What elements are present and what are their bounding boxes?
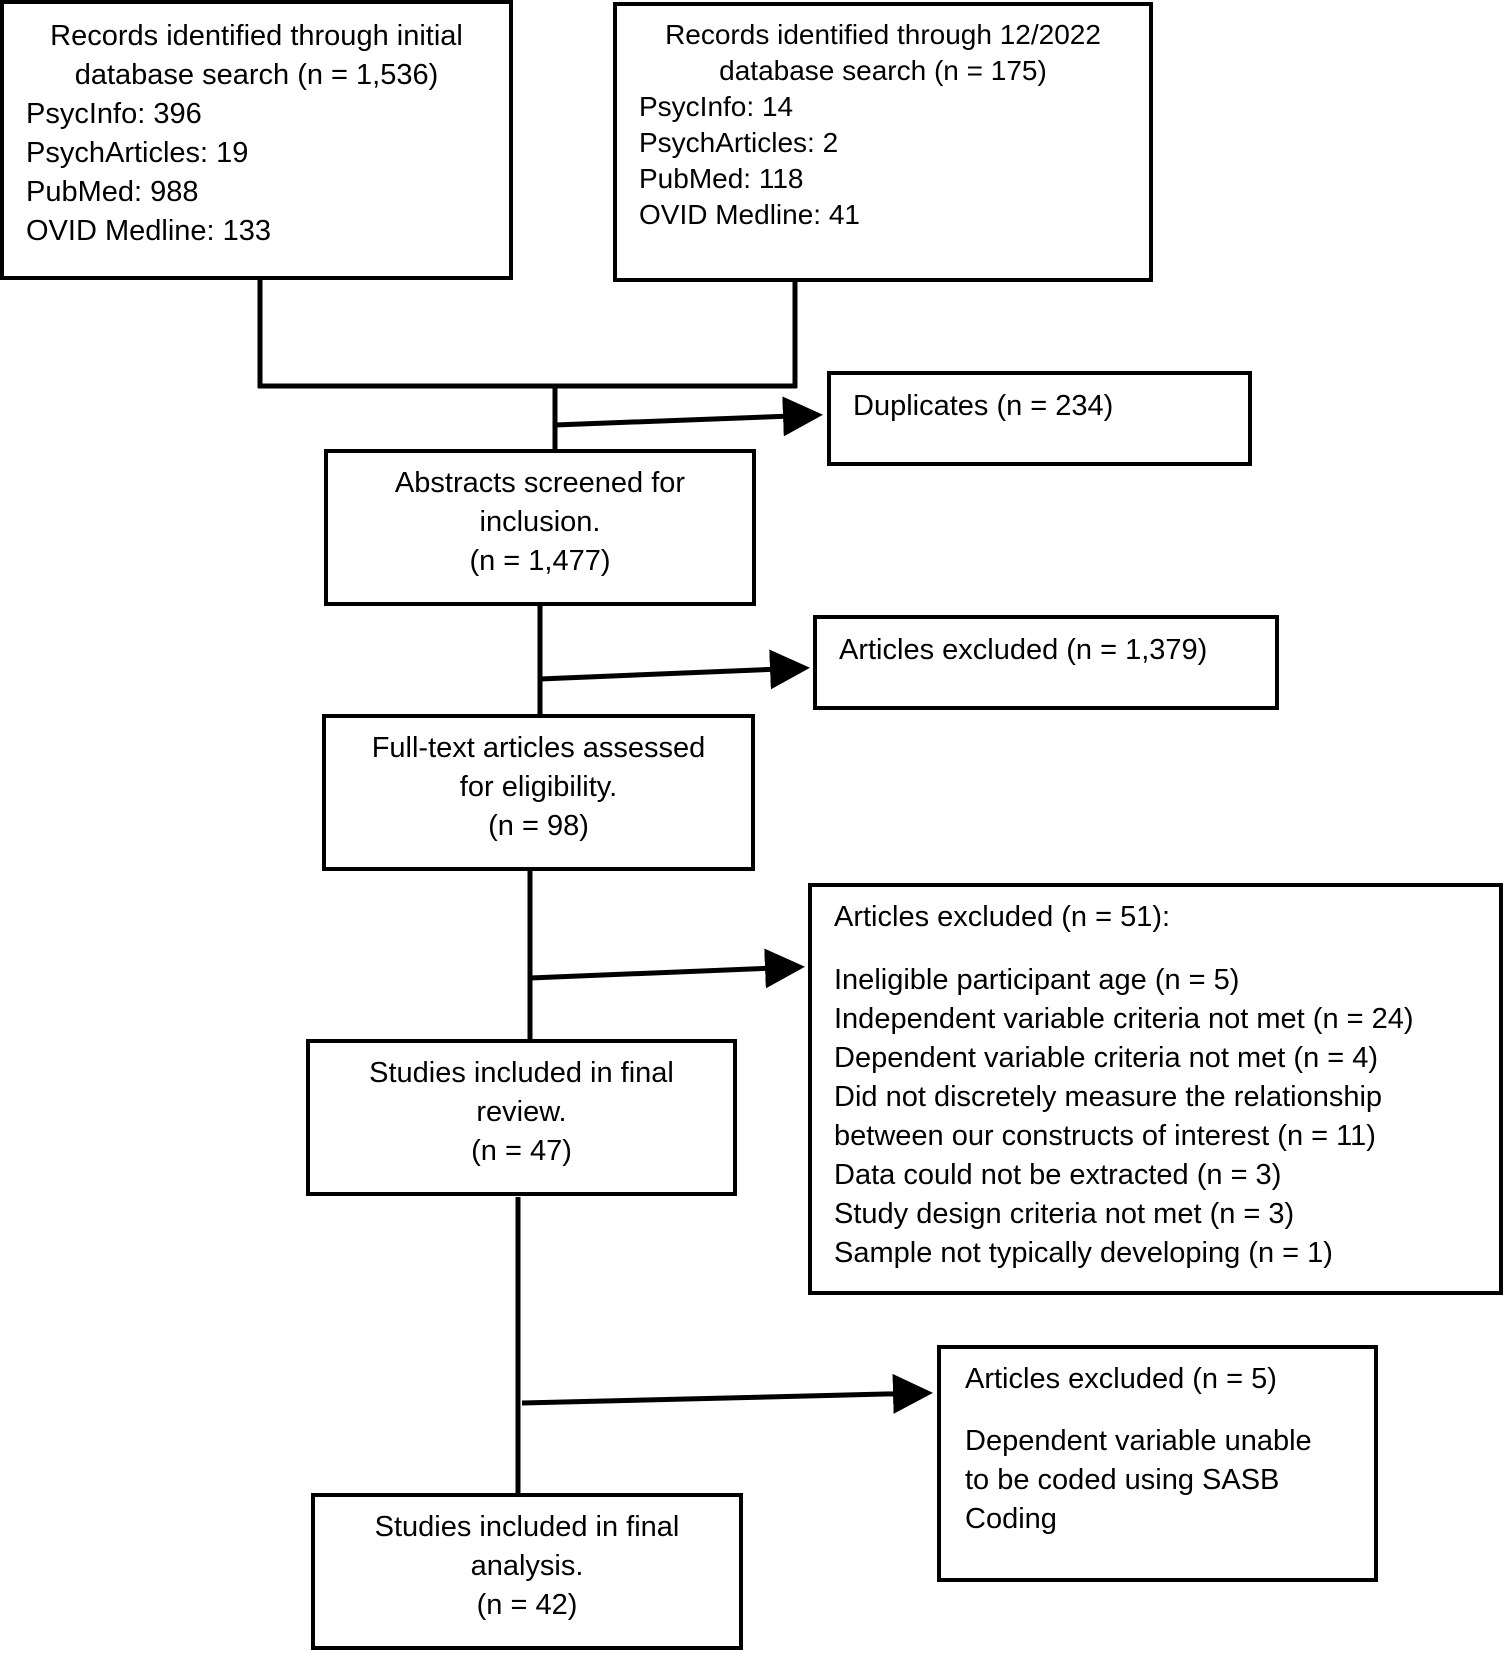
initial-search-box: [0, 0, 513, 280]
fulltext-assessed-box: [322, 714, 755, 871]
arrow-to-duplicates: [554, 396, 823, 437]
final-analysis-line-2: analysis.: [470, 1550, 584, 1582]
initial-search-line-ovid: OVID Medline: 133: [26, 215, 272, 247]
update-search-box: [613, 2, 1153, 282]
final-review-line-2: review.: [476, 1096, 567, 1128]
abstracts-count: (n = 1,477): [469, 545, 611, 577]
abstracts-screened-box: [324, 449, 756, 606]
excluded-reason-data-extraction: Data could not be extracted (n = 3): [834, 1159, 1282, 1191]
final-analysis-count: (n = 42): [476, 1589, 578, 1621]
arrow-to-excluded-fulltext: [529, 948, 805, 989]
excluded-final-box: [937, 1345, 1378, 1582]
excluded-reason-study-design: Study design criteria not met (n = 3): [834, 1198, 1295, 1230]
excluded-final-reason-line-3: Coding: [965, 1503, 1057, 1535]
excluded-reason-dependent-variable: Dependent variable criteria not met (n =…: [834, 1042, 1379, 1074]
update-search-header-line-1: Records identified through 12/2022: [665, 19, 1101, 50]
initial-search-header-line-1: Records identified through initial: [50, 20, 463, 52]
arrow-to-excluded-final: [521, 1373, 933, 1414]
initial-search-header-line-2: database search (n = 1,536): [74, 59, 439, 91]
excluded-reason-sample: Sample not typically developing (n = 1): [834, 1237, 1333, 1269]
excluded-reason-relationship-line-2: between our constructs of interest (n = …: [834, 1120, 1376, 1152]
final-review-count: (n = 47): [471, 1135, 572, 1167]
excluded-fulltext-title: Articles excluded (n = 51):: [834, 901, 1171, 933]
initial-search-line-psycharticles: PsychArticles: 19: [26, 137, 249, 169]
fulltext-count: (n = 98): [488, 810, 589, 842]
arrow-to-excluded-abstracts: [539, 649, 810, 690]
duplicates-box: [827, 371, 1252, 466]
excluded-fulltext-box: [808, 883, 1503, 1295]
final-review-line-1: Studies included in final: [369, 1057, 674, 1089]
excluded-reason-relationship-line-1: Did not discretely measure the relations…: [834, 1081, 1383, 1113]
update-search-line-ovid: OVID Medline: 41: [639, 199, 860, 230]
update-search-line-psycinfo: PsycInfo: 14: [639, 91, 794, 122]
final-analysis-line-1: Studies included in final: [374, 1511, 680, 1543]
duplicates-text: Duplicates (n = 234): [853, 390, 1114, 422]
update-search-header-line-2: database search (n = 175): [719, 55, 1047, 86]
abstracts-line-2: inclusion.: [479, 506, 601, 538]
excluded-final-reason-line-1: Dependent variable unable: [965, 1425, 1312, 1457]
excluded-abstracts-box: [813, 615, 1279, 710]
fulltext-line-2: for eligibility.: [459, 771, 618, 803]
excluded-final-title: Articles excluded (n = 5): [965, 1363, 1277, 1395]
initial-search-line-psycinfo: PsycInfo: 396: [26, 98, 202, 130]
update-search-line-pubmed: PubMed: 118: [639, 163, 804, 194]
final-review-box: [306, 1039, 737, 1196]
final-analysis-box: [311, 1493, 743, 1650]
excluded-abstracts-text: Articles excluded (n = 1,379): [839, 634, 1208, 666]
abstracts-line-1: Abstracts screened for: [394, 467, 686, 499]
excluded-final-reason-line-2: to be coded using SASB: [965, 1464, 1280, 1496]
fulltext-line-1: Full-text articles assessed: [371, 732, 706, 764]
excluded-reason-age: Ineligible participant age (n = 5): [834, 964, 1240, 996]
excluded-reason-independent-variable: Independent variable criteria not met (n…: [834, 1003, 1414, 1035]
update-search-line-psycharticles: PsychArticles: 2: [639, 127, 839, 158]
initial-search-line-pubmed: PubMed: 988: [26, 176, 199, 208]
